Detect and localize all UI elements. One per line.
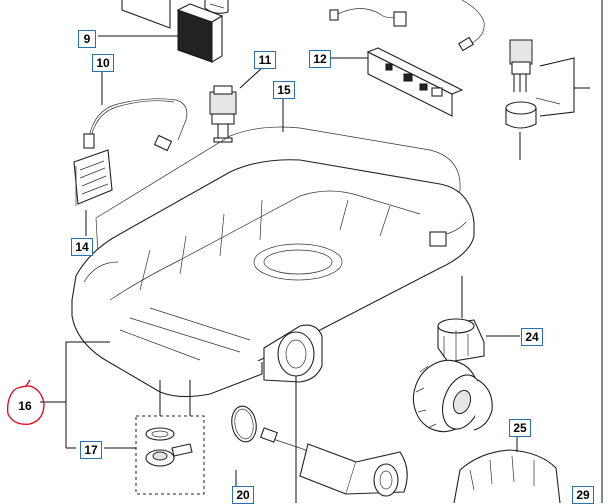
part-20-motor xyxy=(231,376,408,503)
part-12-pcb xyxy=(330,47,464,117)
callout-29: 29 xyxy=(572,486,594,504)
part-10-cable xyxy=(83,69,188,152)
callout-10: 10 xyxy=(92,54,114,72)
callout-9: 9 xyxy=(78,30,96,48)
part-wheel xyxy=(412,359,493,433)
part-plug-assembly xyxy=(505,39,590,160)
main-chassis xyxy=(71,159,475,398)
callout-15: 15 xyxy=(273,81,295,99)
top-cables xyxy=(329,0,485,52)
part-9-block xyxy=(121,0,229,63)
part-17-sensor-kit xyxy=(135,380,205,495)
callout-16: 16 xyxy=(14,397,36,415)
leader-16-17 xyxy=(65,341,110,449)
callout-11: 11 xyxy=(254,51,276,69)
part-11-connector xyxy=(209,66,264,143)
callout-20: 20 xyxy=(232,486,254,504)
part-24-gear-hub xyxy=(437,276,520,363)
callout-12: 12 xyxy=(309,50,331,68)
highlight-circle xyxy=(6,379,45,425)
callout-14: 14 xyxy=(71,238,93,256)
part-25-assembly xyxy=(453,434,561,503)
callout-17: 17 xyxy=(80,441,102,459)
callout-24: 24 xyxy=(521,328,543,346)
part-14-circuit-board xyxy=(73,149,113,206)
callout-25: 25 xyxy=(509,419,531,437)
